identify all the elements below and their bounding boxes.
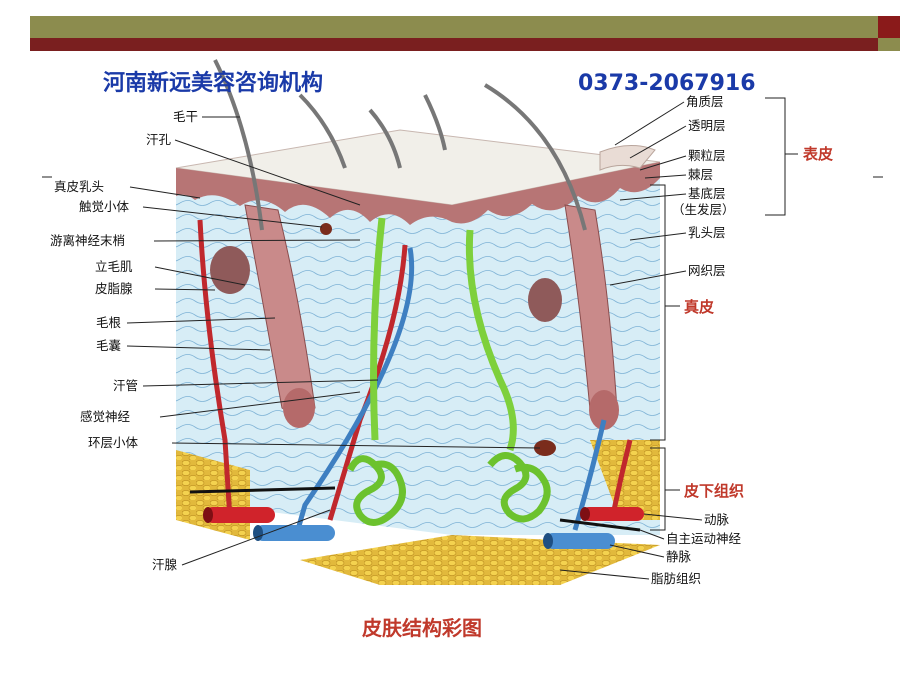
vein-vessel-center <box>292 247 415 541</box>
label-germinative-layer: （生发层） <box>672 202 735 217</box>
label-lamellar-corpuscle: 环层小体 <box>88 435 139 450</box>
phone-number: 0373-2067916 <box>578 71 756 96</box>
label-autonomic-nerve: 自主运动神经 <box>666 531 742 546</box>
label-vein: 静脉 <box>666 549 692 564</box>
label-stratum-lucidum: 透明层 <box>688 118 726 133</box>
sebaceous-gland-right <box>528 278 562 322</box>
hair-shaft-5 <box>483 83 587 231</box>
label-stratum-corneum: 角质层 <box>686 94 724 109</box>
label-stratum-granulosum: 颗粒层 <box>688 148 726 163</box>
adipose-right <box>590 440 660 520</box>
label-arrector-pili: 立毛肌 <box>95 259 133 274</box>
nerve-bundle-right <box>559 518 641 532</box>
label-hair-shaft: 毛干 <box>173 109 198 124</box>
section-dermis: 真皮 <box>684 298 714 316</box>
epidermis-right-layer <box>452 162 660 224</box>
section-epidermis: 表皮 <box>803 145 833 163</box>
section-subcutaneous: 皮下组织 <box>684 482 744 500</box>
bracket-epidermis <box>765 97 786 216</box>
nerve-bundle-left <box>189 486 336 494</box>
bracket-subcutaneous <box>650 447 666 531</box>
title-bar-bottom <box>30 38 878 51</box>
artery-vessel-left <box>197 219 233 521</box>
bracket-dermis <box>650 184 666 441</box>
label-stratum-basale: 基底层 <box>688 186 726 201</box>
label-sensory-nerve: 感觉神经 <box>80 409 131 424</box>
label-sweat-pore: 汗孔 <box>146 132 172 147</box>
epidermis-front-layer <box>176 168 452 225</box>
org-name: 河南新远美容咨询机构 <box>103 70 323 96</box>
title-bar-top <box>30 16 878 38</box>
label-sweat-gland: 汗腺 <box>152 557 178 572</box>
label-dermal-papilla: 真皮乳头 <box>54 179 104 194</box>
vein-vessel-right <box>572 419 607 531</box>
label-sweat-duct: 汗管 <box>113 378 138 393</box>
label-free-nerve-ending: 游离神经末梢 <box>50 233 125 248</box>
hair-follicle-right <box>564 204 619 430</box>
hair-shaft-1 <box>213 59 264 231</box>
tactile-corpuscle-dot <box>320 223 332 235</box>
corner-accent-red <box>878 16 900 38</box>
artery-cross-section-left <box>203 507 275 523</box>
label-artery: 动脉 <box>704 512 730 527</box>
label-stratum-spinosum: 棘层 <box>688 167 713 182</box>
hair-shaft-2 <box>298 93 347 169</box>
corner-accent-olive <box>878 38 900 51</box>
label-papillary-layer: 乳头层 <box>688 225 726 240</box>
artery-cross-section-right <box>580 507 644 521</box>
label-tactile-corpuscle: 触觉小体 <box>79 199 130 214</box>
sebaceous-gland-left <box>210 246 250 294</box>
hair-shaft-3 <box>368 108 402 169</box>
sweat-gland-right <box>465 229 551 523</box>
vein-cross-section-right <box>543 533 615 549</box>
hair-shaft-4 <box>423 94 447 151</box>
lamellar-corpuscle-dot <box>534 440 556 456</box>
label-reticular-layer: 网织层 <box>688 263 726 278</box>
label-hair-root: 毛根 <box>96 315 122 330</box>
label-adipose-tissue: 脂肪组织 <box>651 571 701 586</box>
vein-cross-section-left <box>253 525 335 541</box>
hair-follicle-left <box>244 204 316 428</box>
label-hair-follicle: 毛囊 <box>96 338 121 353</box>
label-sebaceous-gland: 皮脂腺 <box>95 281 133 296</box>
sweat-gland-left <box>346 217 406 526</box>
diagram-caption: 皮肤结构彩图 <box>362 616 482 640</box>
